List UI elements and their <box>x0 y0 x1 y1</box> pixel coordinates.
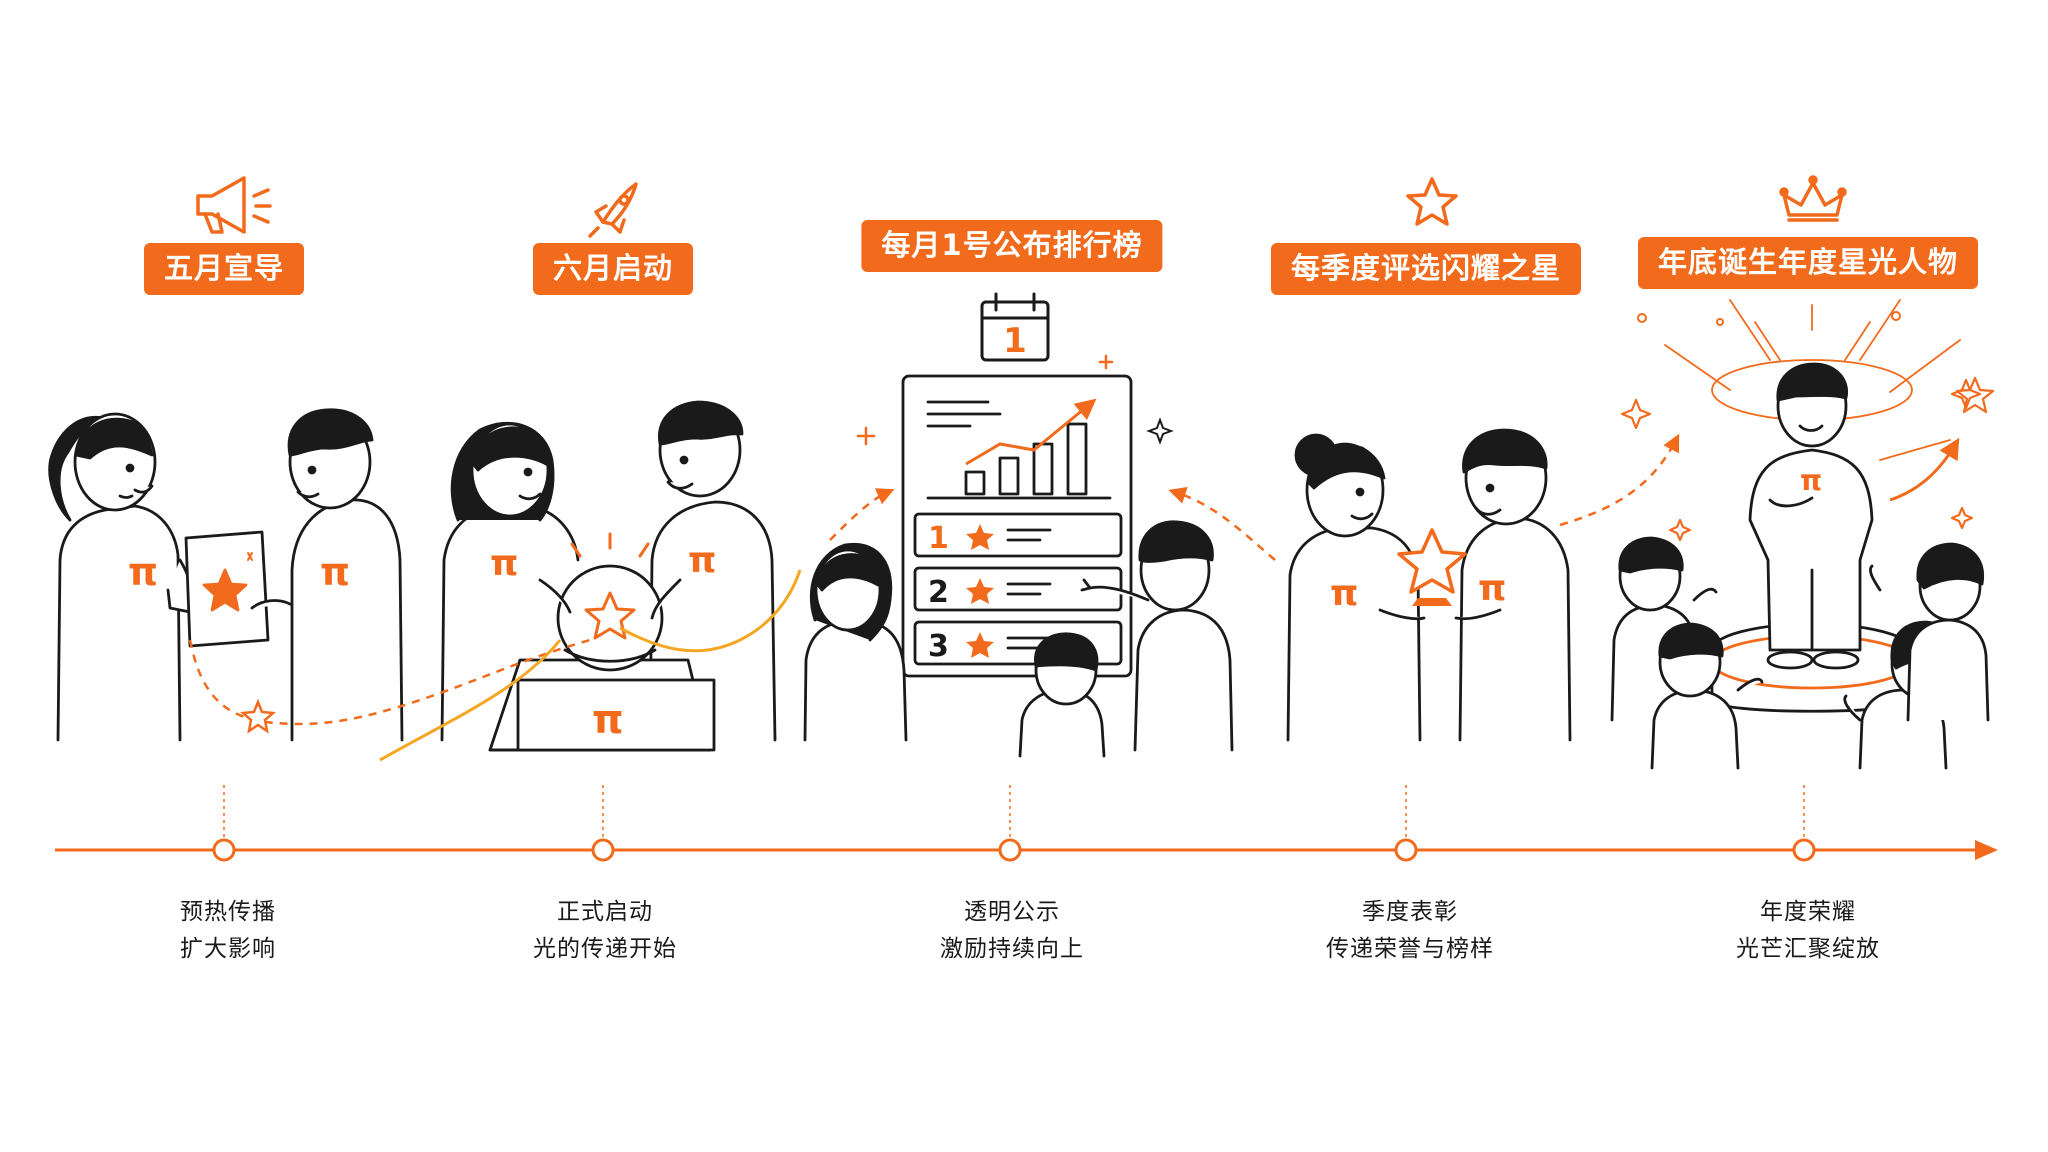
stage-caption: 季度表彰 传递荣誉与榜样 <box>1250 894 1570 968</box>
stage-caption: 透明公示 激励持续向上 <box>852 894 1172 968</box>
flow-arrow <box>1889 437 1960 502</box>
megaphone-icon <box>196 176 272 234</box>
small-star <box>239 698 277 734</box>
sparkle-icon <box>1146 417 1174 445</box>
star-icon <box>1406 177 1458 226</box>
stage4-illustration <box>1286 428 1572 742</box>
rank-number: 1 <box>928 521 949 556</box>
rank-number: 2 <box>928 575 949 610</box>
timeline-node <box>212 838 236 862</box>
flow-arrow <box>1168 486 1276 561</box>
stage-caption: 正式启动 光的传递开始 <box>445 894 765 968</box>
light-stream <box>379 639 562 762</box>
caption-line: 年度荣耀 <box>1760 899 1856 925</box>
caption-line: 预热传播 <box>180 899 276 925</box>
caption-line: 正式启动 <box>557 899 653 925</box>
rank-number: 3 <box>928 629 949 664</box>
calendar-day: 1 <box>1003 321 1027 361</box>
timeline-arrowhead <box>1975 840 1998 860</box>
stage-title-tag: 六月启动 <box>532 243 694 295</box>
timeline-node <box>1792 838 1816 862</box>
stage-title-tag: 每月1号公布排行榜 <box>861 220 1163 272</box>
caption-line: 光芒汇聚绽放 <box>1736 936 1880 962</box>
caption-line: 激励持续向上 <box>940 936 1084 962</box>
pi-logo: π <box>490 543 518 584</box>
pi-logo: π <box>592 697 624 743</box>
pi-logo: π <box>688 540 716 581</box>
caption-line: 传递荣誉与榜样 <box>1326 936 1494 962</box>
calendar-icon <box>980 292 1050 362</box>
flow-path <box>188 638 591 726</box>
stage1-illustration <box>48 408 404 742</box>
trend-arrow <box>965 398 1097 466</box>
pi-logo: π <box>1478 568 1506 609</box>
light-stream <box>619 569 802 653</box>
stage5-hero <box>1748 362 1874 670</box>
timeline-node <box>1394 838 1418 862</box>
caption-line: 扩大影响 <box>180 936 276 962</box>
stage2-illustration <box>440 400 777 752</box>
timeline-node <box>591 838 615 862</box>
rocket-icon <box>588 182 638 238</box>
flow-arrow <box>1559 433 1680 527</box>
stage-title-tag: 五月宣导 <box>143 243 305 295</box>
leaderboard <box>901 374 1133 678</box>
timeline-nodes <box>212 838 1816 862</box>
glow-dots <box>1637 311 1901 326</box>
pi-logo: π <box>128 550 158 594</box>
trophy-star <box>1397 528 1467 594</box>
trophy-base <box>1412 598 1452 606</box>
crown-icon <box>1779 175 1847 222</box>
caption-line: 季度表彰 <box>1362 899 1458 925</box>
caption-line: 透明公示 <box>964 899 1060 925</box>
flow-arrow <box>829 488 895 541</box>
timeline-node <box>998 838 1022 862</box>
stage3-people <box>803 520 1234 758</box>
sparkle-icons <box>856 354 1114 446</box>
stage5-crowd <box>1610 536 1990 770</box>
rank-star-icons <box>966 524 994 658</box>
stage-title-tag: 每季度评选闪耀之星 <box>1270 243 1582 295</box>
stage-title-tag: 年底诞生年度星光人物 <box>1637 237 1979 289</box>
stage-caption: 预热传播 扩大影响 <box>68 894 388 968</box>
spark-lines <box>570 532 650 558</box>
caption-line: 光的传递开始 <box>533 936 677 962</box>
pi-logo: π <box>1800 464 1822 497</box>
sparkle-icons <box>1620 376 1995 542</box>
pi-logo: π <box>1330 573 1358 614</box>
pi-logo: π <box>320 550 350 594</box>
stage-caption: 年度荣耀 光芒汇聚绽放 <box>1648 894 1968 968</box>
timeline-connectors <box>223 785 1805 838</box>
